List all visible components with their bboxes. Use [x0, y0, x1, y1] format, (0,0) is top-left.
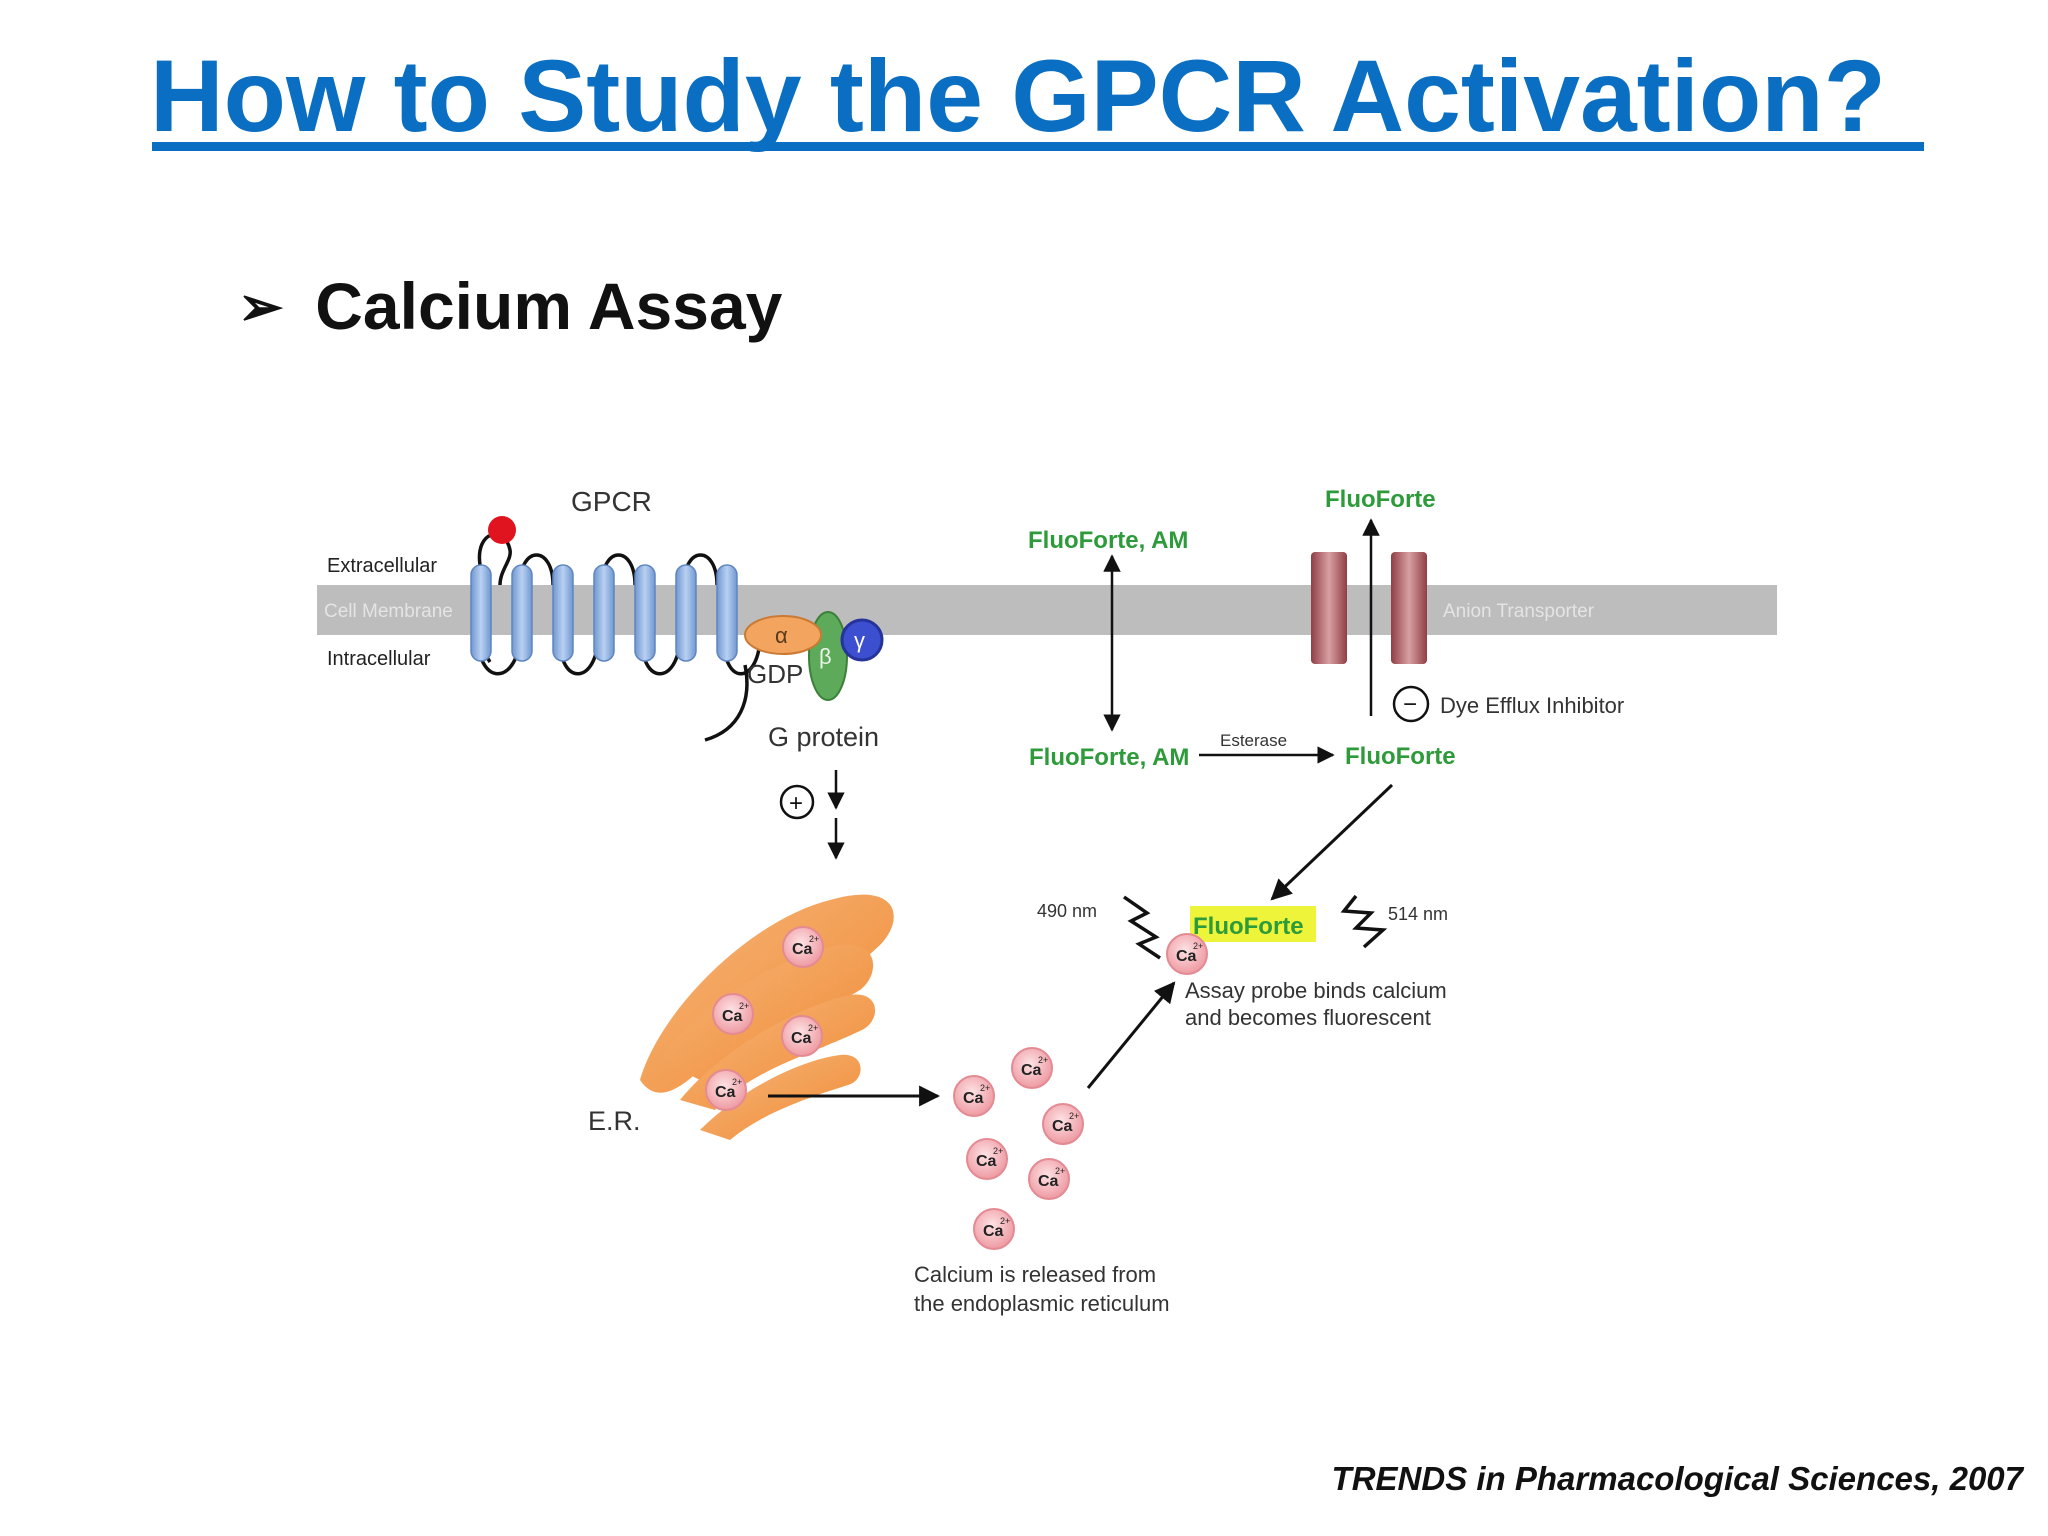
gpcr-helices [470, 564, 738, 662]
svg-text:2+: 2+ [809, 934, 819, 944]
calcium-ion: Ca 2+ [1011, 1047, 1053, 1089]
calcium-ion: Ca 2+ [966, 1138, 1008, 1180]
svg-text:Ca: Ca [1052, 1118, 1073, 1135]
esterase-label: Esterase [1220, 731, 1287, 750]
gamma-label: γ [854, 628, 865, 653]
svg-text:Ca: Ca [792, 941, 813, 958]
svg-text:2+: 2+ [808, 1023, 818, 1033]
minus-symbol: − [1403, 691, 1417, 718]
gpcr-label: GPCR [571, 486, 652, 517]
plus-circle-icon [779, 784, 815, 820]
calcium-ion: Ca 2+ [705, 1069, 747, 1111]
calcium-ion: Ca 2+ [782, 926, 824, 968]
fluorescent-highlight [1190, 906, 1316, 942]
fluoforte-am-intracellular: FluoForte, AM [1029, 744, 1189, 771]
calcium-ion: Ca 2+ [973, 1208, 1015, 1250]
g-protein-label: G protein [768, 722, 879, 752]
probe-binding-arrow [1270, 783, 1394, 901]
svg-text:Ca: Ca [976, 1153, 997, 1170]
plus-symbol: + [789, 790, 803, 817]
excitation-zigzag-icon [1123, 895, 1161, 960]
fluoforte-extracellular: FluoForte [1325, 486, 1436, 513]
calcium-ion: Ca 2+ [1042, 1103, 1084, 1145]
calcium-release-caption-line1: Calcium is released from [914, 1262, 1156, 1287]
calcium-binding-arrow [1086, 981, 1176, 1089]
minus-circle-icon [1392, 685, 1430, 723]
intracellular-label: Intracellular [327, 648, 431, 670]
bullet-text: Calcium Assay [315, 269, 783, 343]
title-underline [152, 142, 1924, 151]
calcium-ion-bound: Ca 2+ [1166, 933, 1208, 975]
excitation-wavelength-label: 490 nm [1037, 901, 1097, 921]
svg-text:2+: 2+ [1000, 1216, 1010, 1226]
anion-transporter-right [1391, 552, 1427, 664]
dye-efflux-inhibitor-label: Dye Efflux Inhibitor [1440, 693, 1624, 718]
svg-text:2+: 2+ [732, 1077, 742, 1087]
calcium-release-caption-line2: the endoplasmic reticulum [914, 1291, 1170, 1316]
extracellular-label: Extracellular [327, 555, 437, 577]
emission-zigzag-icon [1340, 894, 1388, 949]
endoplasmic-reticulum [640, 894, 894, 1140]
svg-text:2+: 2+ [1193, 941, 1203, 951]
svg-text:2+: 2+ [993, 1146, 1003, 1156]
gamma-subunit [840, 618, 884, 662]
probe-caption-line1: Assay probe binds calcium [1185, 978, 1447, 1003]
calcium-ion: Ca 2+ [781, 1015, 823, 1057]
svg-text:Ca: Ca [722, 1008, 743, 1025]
er-label: E.R. [588, 1106, 641, 1136]
beta-label: β [819, 644, 832, 669]
svg-text:Ca: Ca [791, 1030, 812, 1047]
anion-transporter-label: Anion Transporter [1443, 601, 1595, 622]
probe-caption-line2: and becomes fluorescent [1185, 1005, 1431, 1030]
fluoforte-am-extracellular: FluoForte, AM [1028, 527, 1188, 554]
slide-title: How to Study the GPCR Activation? [150, 39, 1886, 153]
calcium-ion: Ca 2+ [1028, 1158, 1070, 1200]
alpha-subunit [744, 615, 822, 655]
emission-wavelength-label: 514 nm [1388, 904, 1448, 924]
svg-text:Ca: Ca [983, 1223, 1004, 1240]
svg-text:2+: 2+ [1055, 1166, 1065, 1176]
arrowhead-bullet-icon: ➢ [238, 276, 284, 337]
bullet-item: ➢ Calcium Assay [238, 268, 782, 344]
citation: TRENDS in Pharmacological Sciences, 2007 [1331, 1460, 2023, 1497]
fluoforte-intracellular: FluoForte [1345, 743, 1456, 770]
svg-text:Ca: Ca [1176, 948, 1197, 965]
anion-transporter-left [1311, 552, 1347, 664]
svg-text:2+: 2+ [980, 1083, 990, 1093]
fluoforte-bound-label: FluoForte [1193, 913, 1304, 940]
svg-text:Ca: Ca [1021, 1062, 1042, 1079]
g-protein: β α γ GDP [744, 611, 884, 701]
svg-text:2+: 2+ [1069, 1111, 1079, 1121]
svg-text:Ca: Ca [963, 1090, 984, 1107]
svg-text:Ca: Ca [715, 1084, 736, 1101]
membrane-label: Cell Membrane [324, 601, 453, 622]
svg-text:2+: 2+ [739, 1001, 749, 1011]
alpha-label: α [775, 623, 788, 648]
calcium-ion: Ca 2+ [953, 1075, 995, 1117]
calcium-ion: Ca 2+ [712, 993, 754, 1035]
gdp-label: GDP [747, 659, 803, 689]
ligand-dot [488, 516, 516, 544]
svg-text:Ca: Ca [1038, 1173, 1059, 1190]
svg-text:2+: 2+ [1038, 1055, 1048, 1065]
